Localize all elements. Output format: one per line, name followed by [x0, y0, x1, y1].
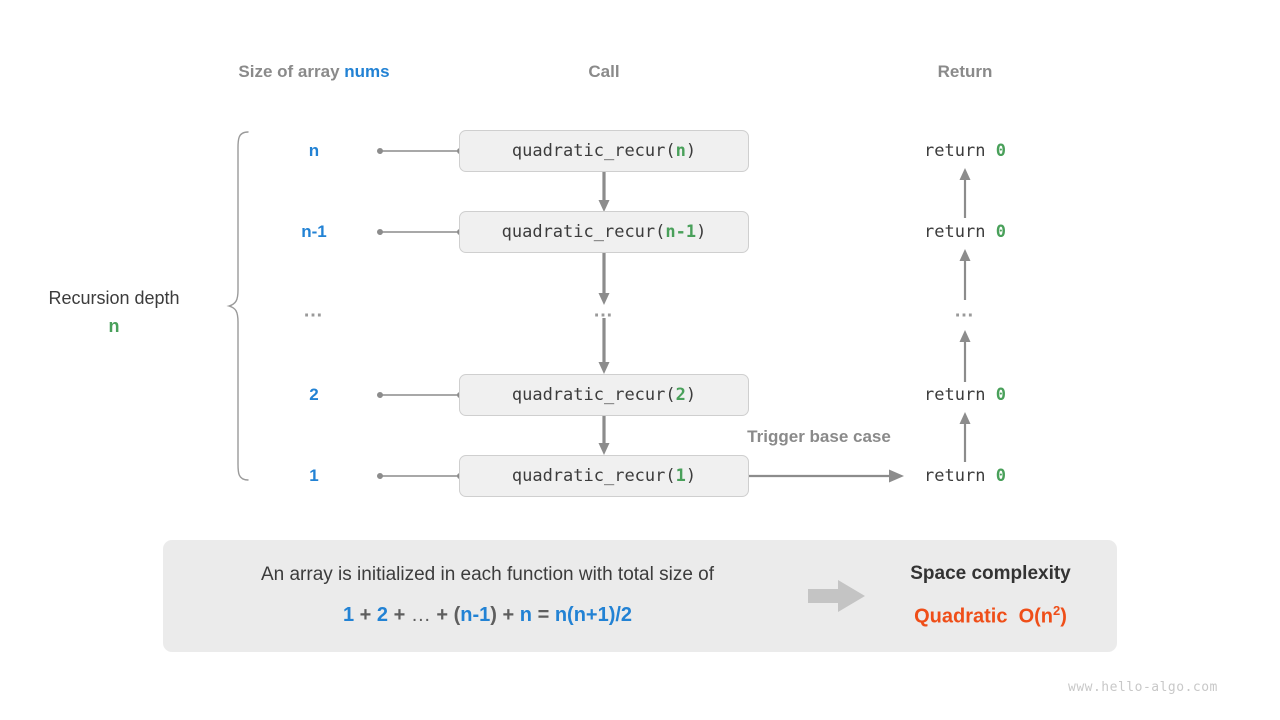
call-box-rparen-row-0: ): [685, 141, 697, 161]
call-flow-arrows: [598, 172, 610, 455]
return-flow-arrows: [959, 168, 971, 462]
base-case-arrow: [749, 469, 904, 483]
formula-op-4: +: [502, 604, 515, 627]
call-box-arg-row-4: 1: [675, 466, 686, 486]
return-row-1: return 0: [924, 222, 1006, 242]
formula-result: n(n+1)/2: [554, 604, 633, 627]
call-box-name-row-0: quadratic_recur: [511, 141, 666, 161]
space-complexity-value: Quadratic O(n2): [874, 603, 1107, 629]
return-keyword-row-4: return: [924, 466, 996, 486]
return-row-3: return 0: [924, 385, 1006, 405]
return-keyword-row-0: return: [924, 141, 996, 161]
call-box-name-row-4: quadratic_recur: [511, 466, 666, 486]
size-value-row-2: …: [303, 299, 325, 322]
column-header-size: Size of array nums: [238, 62, 389, 82]
call-box-lparen-row-1: (: [655, 222, 666, 242]
return-value-row-0: 0: [995, 141, 1006, 161]
return-row-4: return 0: [924, 466, 1006, 486]
complexity-bigo-exponent: 2: [1053, 602, 1061, 618]
summary-right: Space complexity Quadratic O(n2): [874, 562, 1117, 629]
return-value-row-3: 0: [995, 385, 1006, 405]
column-header-size-keyword: nums: [344, 62, 390, 81]
leader-lines: [377, 148, 463, 479]
complexity-kind: Quadratic: [914, 605, 1008, 628]
summary-left: An array is initialized in each function…: [163, 563, 800, 628]
call-box-rparen-row-3: ): [685, 385, 697, 405]
call-box-name-row-3: quadratic_recur: [511, 385, 666, 405]
size-value-row-3: 2: [309, 385, 319, 404]
formula-op-3: +: [436, 604, 449, 627]
call-box-lparen-row-0: (: [665, 141, 676, 161]
return-value-row-4: 0: [995, 466, 1006, 486]
formula-ellipsis: …: [410, 604, 431, 627]
return-keyword-row-1: return: [924, 222, 996, 242]
trigger-base-case-label: Trigger base case: [747, 427, 891, 446]
call-box-arg-row-1: n-1: [665, 222, 697, 242]
call-box-row-1[interactable]: quadratic_recur(n-1): [459, 211, 749, 253]
watermark: www.hello-algo.com: [1068, 680, 1218, 695]
call-box-name-row-1: quadratic_recur: [501, 222, 656, 242]
summary-panel: An array is initialized in each function…: [163, 540, 1117, 652]
recursion-depth-title: Recursion depth: [48, 288, 180, 308]
size-value-row-1: n-1: [301, 222, 327, 241]
return-row-2: …: [954, 299, 976, 322]
size-value-row-4: 1: [309, 466, 319, 485]
formula-term-2: 2: [376, 604, 388, 627]
right-arrow-icon: [808, 580, 865, 612]
call-box-lparen-row-4: (: [665, 466, 676, 486]
return-value-row-1: 0: [995, 222, 1006, 242]
complexity-bigo-prefix: O(n: [1018, 605, 1053, 628]
formula-equals: =: [537, 604, 550, 627]
formula-term-1: 1: [342, 604, 355, 627]
formula-rparen: ): [490, 604, 497, 627]
formula-op-2: +: [393, 604, 406, 627]
formula-lparen: (: [453, 604, 461, 627]
complexity-bigo-suffix: ): [1060, 605, 1067, 628]
call-box-row-2: …: [593, 299, 615, 322]
call-box-row-4[interactable]: quadratic_recur(1): [459, 455, 749, 497]
call-box-row-0[interactable]: quadratic_recur(n): [459, 130, 749, 172]
formula-op-1: +: [359, 604, 372, 627]
call-box-arg-row-0: n: [675, 141, 686, 161]
summary-formula: 1 + 2 + … + (n-1) + n = n(n+1)/2: [175, 604, 800, 627]
return-row-0: return 0: [924, 141, 1006, 161]
recursion-depth-brace: [226, 131, 249, 481]
recursion-depth-value: n: [108, 315, 120, 336]
return-keyword-row-3: return: [924, 385, 996, 405]
summary-description: An array is initialized in each function…: [260, 563, 715, 585]
call-box-arg-row-3: 2: [675, 385, 686, 405]
column-header-return: Return: [937, 62, 993, 81]
call-box-rparen-row-4: ): [685, 466, 697, 486]
size-value-row-0: n: [308, 141, 320, 160]
recursion-depth-label: Recursion depth n: [48, 285, 179, 341]
formula-term-4: n: [519, 604, 532, 627]
call-box-lparen-row-3: (: [665, 385, 676, 405]
call-box-row-3[interactable]: quadratic_recur(2): [459, 374, 749, 416]
space-complexity-title: Space complexity: [910, 562, 1071, 584]
column-header-size-prefix: Size of array: [238, 62, 345, 81]
call-box-rparen-row-1: ): [696, 222, 707, 242]
summary-arrow: [800, 579, 874, 613]
formula-term-3: n-1: [460, 604, 491, 627]
column-header-call: Call: [588, 62, 620, 81]
